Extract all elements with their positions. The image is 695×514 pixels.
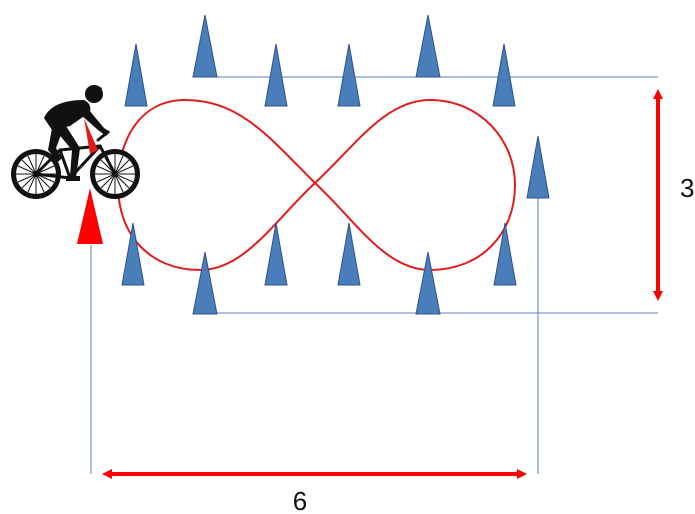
cone-icon: [337, 43, 361, 107]
cone-icon: [121, 222, 145, 286]
cyclist-icon: [11, 85, 140, 199]
figure-eight-path: [116, 98, 517, 272]
cone-icon: [337, 222, 361, 286]
width-dimension-label: 6: [293, 486, 307, 514]
cone-icon: [415, 251, 441, 315]
cone-icon: [493, 222, 517, 286]
cone-icon: [264, 43, 288, 107]
start-arrow-icon: [77, 188, 103, 244]
cones: [121, 14, 550, 315]
cone-icon: [192, 251, 218, 315]
cone-icon: [192, 14, 218, 78]
cone-icon: [124, 43, 148, 107]
cone-icon: [526, 135, 550, 199]
cone-icon: [415, 14, 441, 78]
height-dimension-label: 3: [680, 173, 694, 203]
cone-icon: [264, 222, 288, 286]
cone-icon: [492, 43, 516, 107]
guide-lines: [90, 76, 658, 474]
